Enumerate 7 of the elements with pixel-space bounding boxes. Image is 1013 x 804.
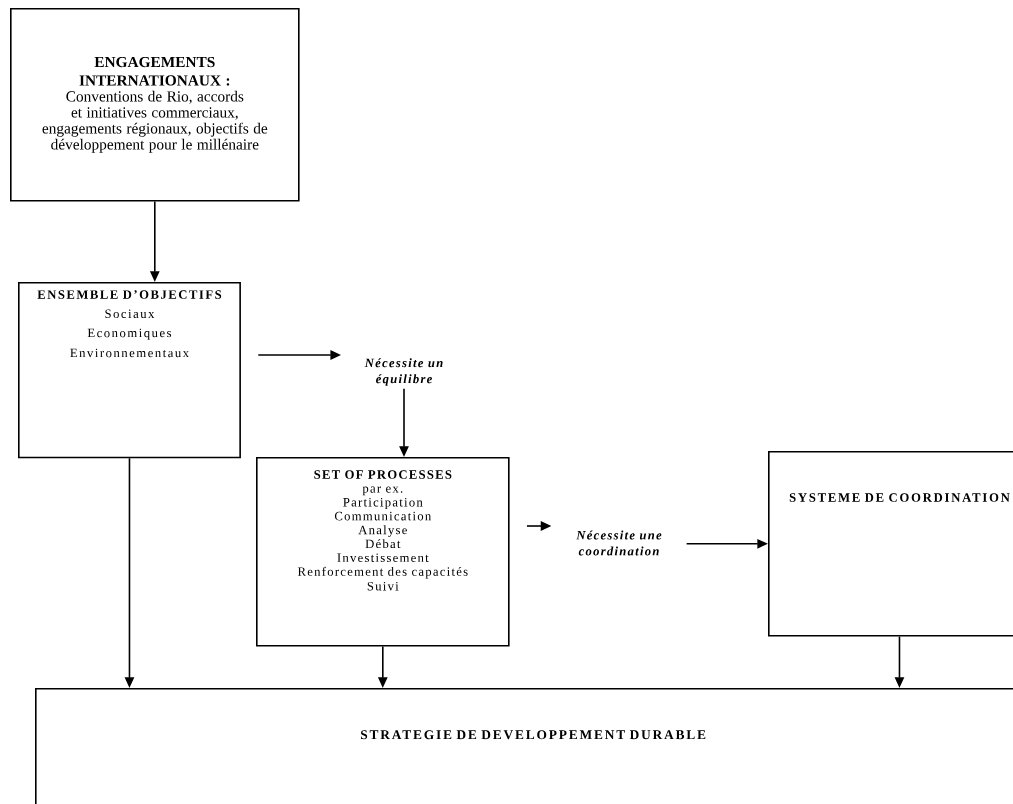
edge-text: Nécessite une coordination (576, 530, 662, 556)
process-box: ENGAGEMENTS INTERNATIONAUX : Conventions de Rio, accords et initiatives commerciaux, engagements régionaux, objectifs de développement pour le millénaire (10, 8, 300, 202)
edge-text: Nécessite un équilibre (364, 358, 443, 386)
process-box: ENSEMBLE D’OBJECTIFS Sociaux Economiques Environnementaux (18, 282, 241, 459)
process-box: STRATEGIE DE DEVELOPPEMENT DURABLE (35, 688, 1013, 804)
process-box: SYSTEME DE COORDINATION (768, 451, 1013, 637)
process-box: SET OF PROCESSES par ex. Participation Communication Analyse Débat Investissement Renforcement des capacités Suivi (256, 457, 510, 647)
